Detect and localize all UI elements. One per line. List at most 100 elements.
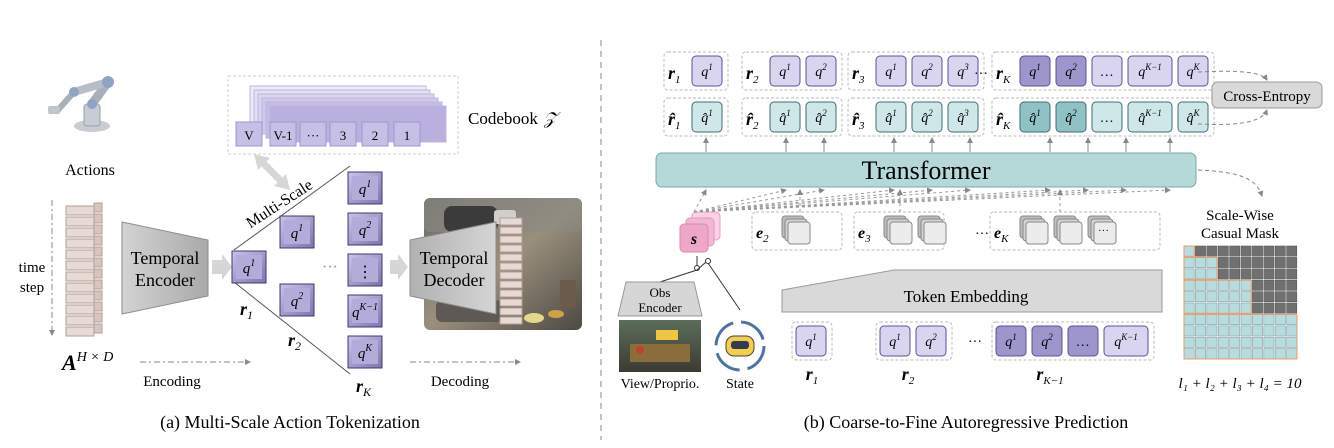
mask-cell xyxy=(1229,291,1241,303)
mask-cell xyxy=(1217,314,1229,325)
mask-cell xyxy=(1217,268,1229,280)
hdots-tokens: ··· xyxy=(322,259,338,276)
bottom-token-label: q2 xyxy=(1041,332,1053,350)
bottom-token xyxy=(915,325,947,357)
decoded-action-bar xyxy=(499,226,523,235)
target-row-label: r1 xyxy=(668,63,681,86)
view-proprio-label: View/Proprio. xyxy=(621,377,700,392)
mask-cell xyxy=(1195,336,1206,348)
pred-token xyxy=(1091,101,1123,133)
mask-cell xyxy=(1206,279,1218,291)
pred-token xyxy=(911,101,943,133)
bottom-token xyxy=(1067,325,1099,357)
bottom-token xyxy=(1031,325,1063,357)
robot-arm-icon xyxy=(48,76,114,132)
mask-cell xyxy=(1263,268,1275,280)
mask-cell xyxy=(1274,348,1286,360)
bottom-group-label: r1 xyxy=(806,364,819,387)
action-bar-side xyxy=(93,301,103,312)
embedding-ellipsis: ··· xyxy=(1098,225,1109,237)
decoded-action-bar xyxy=(499,298,523,307)
action-bar-side xyxy=(93,290,103,301)
action-bar xyxy=(65,249,95,260)
mask-cell xyxy=(1195,268,1206,280)
mask-cell xyxy=(1206,336,1218,348)
cross-entropy-box xyxy=(1211,81,1323,109)
decoded-action-bar xyxy=(499,253,523,262)
action-bar-side xyxy=(93,312,103,323)
mask-cell xyxy=(1195,348,1206,360)
codebook-entry xyxy=(235,121,263,147)
target-token-label: q2 xyxy=(1065,62,1077,80)
mask-cell xyxy=(1240,325,1252,337)
caption-right: (b) Coarse-to-Fine Autoregressive Predic… xyxy=(804,412,1128,433)
q-box-rk-5-label: qK xyxy=(358,343,374,362)
q-box-rk-2-face xyxy=(352,217,378,241)
embedding-row-ellipsis: ··· xyxy=(975,227,989,242)
mask-cell xyxy=(1286,336,1298,348)
mask-link-arrow xyxy=(1197,169,1264,197)
transformer-output-arrows xyxy=(703,137,1173,152)
bottom-token-label: q1 xyxy=(889,332,901,350)
target-token xyxy=(1091,55,1123,87)
mask-cell xyxy=(1195,302,1206,314)
action-bar xyxy=(65,238,95,249)
decoded-action-bar xyxy=(499,316,523,325)
mask-cell xyxy=(1240,314,1252,325)
action-bar-side xyxy=(93,213,103,224)
input-arrows xyxy=(693,187,1171,213)
mask-cell xyxy=(1240,291,1252,303)
pred-row-frame xyxy=(741,97,843,137)
target-token xyxy=(769,55,801,87)
pred-row-label: r̂K xyxy=(996,109,1011,132)
target-row-label: r3 xyxy=(852,63,865,86)
svg-text:Encoder: Encoder xyxy=(135,270,195,290)
mask-cell xyxy=(1252,257,1263,268)
mask-cell xyxy=(1252,348,1263,360)
token-embedding-block xyxy=(781,269,1163,313)
mask-cell xyxy=(1274,314,1286,325)
target-token xyxy=(1177,55,1209,87)
q-box-r2-2-label: q2 xyxy=(291,291,304,310)
action-bar-side xyxy=(93,202,103,213)
time-label: time xyxy=(19,260,46,276)
mask-title-1: Scale-Wise xyxy=(1206,208,1274,224)
mask-cell xyxy=(1217,257,1229,268)
mask-cell xyxy=(1252,302,1263,314)
state-label: State xyxy=(726,377,754,392)
mask-cell xyxy=(1252,291,1263,303)
svg-text:Temporal: Temporal xyxy=(420,248,489,268)
mask-cell xyxy=(1263,245,1275,257)
mask-cell xyxy=(1252,325,1263,337)
bottom-group-label: rK−1 xyxy=(1036,364,1063,387)
mask-cell xyxy=(1206,314,1218,325)
pred-token-label: q̂1 xyxy=(1029,108,1041,126)
pred-token-label: q̂3 xyxy=(957,108,969,126)
target-token xyxy=(1127,55,1173,87)
mask-cell xyxy=(1206,302,1218,314)
obs-encoder: Obs Encoder xyxy=(617,281,703,317)
mask-cell xyxy=(1240,245,1252,257)
decoded-action-stack xyxy=(499,217,523,325)
mask-cell xyxy=(1274,245,1286,257)
action-bar xyxy=(65,205,95,216)
target-token-label: qK xyxy=(1186,62,1200,80)
mask-cell xyxy=(1183,302,1195,314)
q-box-r2-1-face xyxy=(284,220,310,244)
pred-token-label: … xyxy=(1101,111,1113,126)
decoded-action-bar xyxy=(499,217,523,226)
obs-camera-image xyxy=(619,320,701,372)
target-token-label: q1 xyxy=(885,62,897,80)
input-arrow xyxy=(693,189,707,213)
caption-left: (a) Multi-Scale Action Tokenization xyxy=(160,412,420,433)
bottom-token-label: q2 xyxy=(925,332,937,350)
action-bar-side xyxy=(93,257,103,268)
mask-cell xyxy=(1229,245,1241,257)
mask-equation: l₁ + l₂ + l₃ + l₄ = 10 xyxy=(1178,376,1302,392)
mask-cell xyxy=(1229,302,1241,314)
mask-cell xyxy=(1286,302,1298,314)
mask-cell xyxy=(1263,279,1275,291)
mask-cell xyxy=(1286,348,1298,360)
mask-block-outline xyxy=(1183,256,1218,280)
